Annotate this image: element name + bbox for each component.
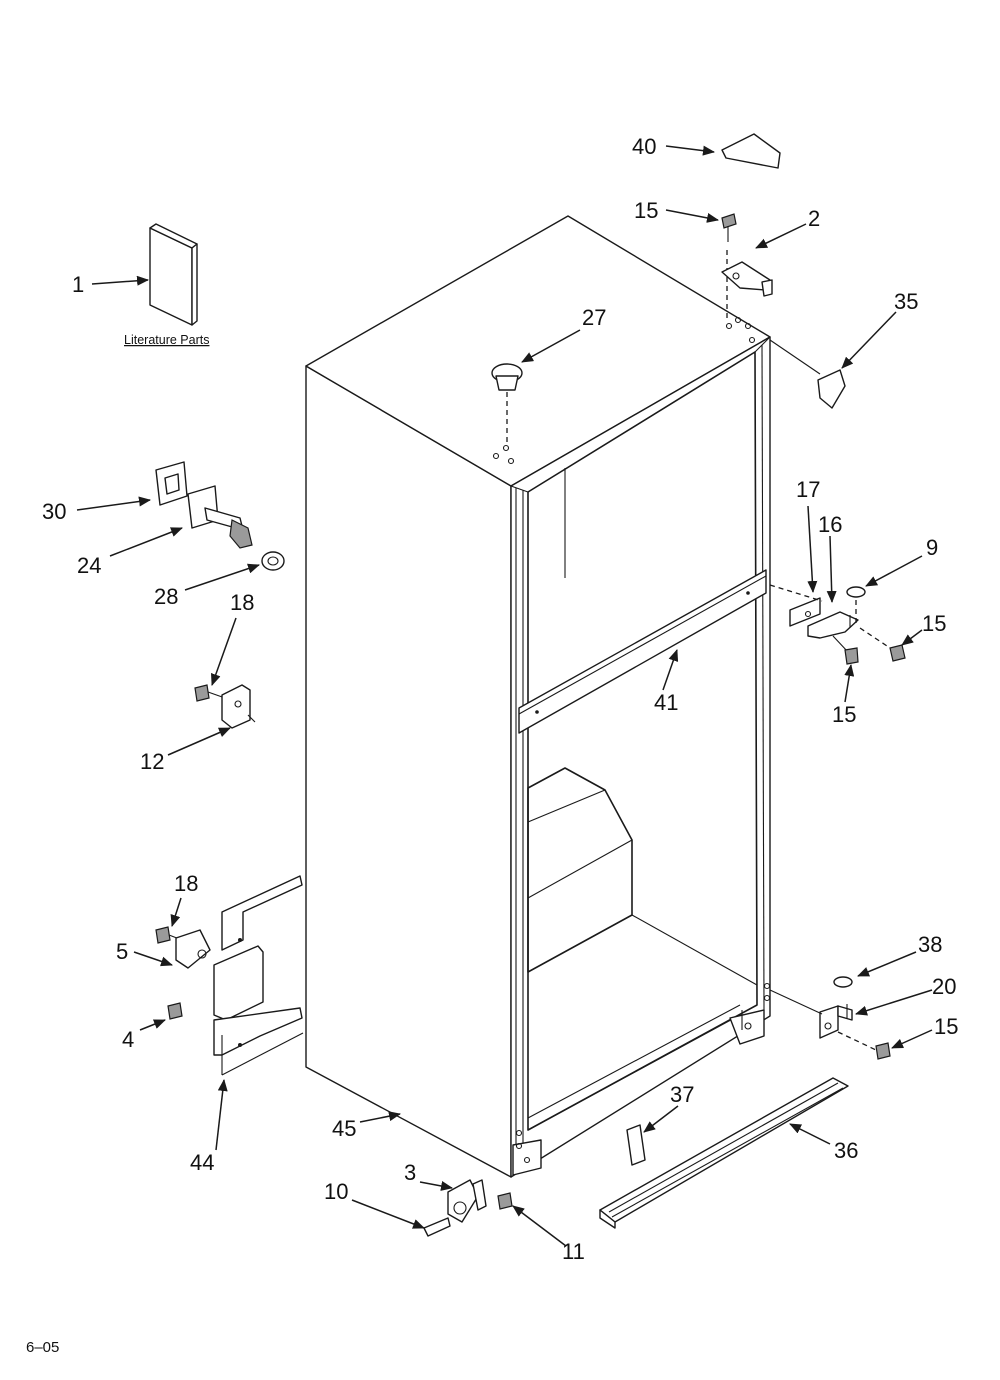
hinge-screw-icon-right xyxy=(889,644,906,662)
callout-38: 38 xyxy=(918,932,942,957)
literature-parts-icon xyxy=(149,223,198,326)
callout-36: 36 xyxy=(834,1138,858,1163)
lower-hinge-screw-icon xyxy=(875,1042,891,1060)
hinge-plate-icon xyxy=(213,875,304,1076)
screw-icon-4 xyxy=(167,1002,183,1020)
callout-41: 41 xyxy=(654,690,678,715)
hinge-screw-icon-lower xyxy=(832,635,859,665)
leveling-screw-icon xyxy=(423,1217,451,1237)
callout-10: 10 xyxy=(324,1179,348,1204)
lower-hinge-icon xyxy=(819,1004,853,1039)
gasket-icon xyxy=(155,461,188,506)
top-hinge-icon xyxy=(721,261,773,297)
strike-bracket-icon xyxy=(221,684,256,729)
callout-18-lower: 18 xyxy=(174,871,198,896)
callout-20: 20 xyxy=(932,974,956,999)
screw-icon-18b xyxy=(155,926,183,944)
callout-35: 35 xyxy=(894,289,918,314)
callout-30: 30 xyxy=(42,499,66,524)
callout-44: 44 xyxy=(190,1150,214,1175)
callout-17: 17 xyxy=(796,477,820,502)
callout-15-lower: 15 xyxy=(832,702,856,727)
hinge-cover-icon xyxy=(721,133,781,169)
center-hinge-icon xyxy=(807,611,859,639)
callout-15-top: 15 xyxy=(634,198,658,223)
callout-5: 5 xyxy=(116,939,128,964)
bottom-hinge-icon xyxy=(175,929,211,969)
callout-16: 16 xyxy=(818,512,842,537)
callout-18-upper: 18 xyxy=(230,590,254,615)
refrigerator-cabinet xyxy=(305,215,771,1178)
callout-28: 28 xyxy=(154,584,178,609)
screw-icon-18a xyxy=(194,684,226,702)
bracket-screw-icon xyxy=(497,1192,513,1210)
handle-shaft-icon xyxy=(187,485,253,549)
callout-27: 27 xyxy=(582,305,606,330)
callout-3: 3 xyxy=(404,1160,416,1185)
spacer-washer-icon xyxy=(833,976,853,988)
callout-4: 4 xyxy=(122,1027,134,1052)
plug-icon xyxy=(491,363,523,391)
callout-numbers: 1 40 15 2 35 27 30 24 28 18 12 17 16 9 1… xyxy=(42,134,958,1264)
center-hinge-bracket-icon xyxy=(789,597,821,627)
callout-12: 12 xyxy=(140,749,164,774)
toe-grille-icon xyxy=(599,1077,849,1229)
callout-9: 9 xyxy=(926,535,938,560)
callout-15-bottom: 15 xyxy=(934,1014,958,1039)
hinge-trim-icon xyxy=(817,369,846,409)
leader-arrows xyxy=(76,145,933,1247)
callout-2: 2 xyxy=(808,206,820,231)
footer-code: 6–05 xyxy=(26,1339,59,1356)
callout-40: 40 xyxy=(632,134,656,159)
callout-45: 45 xyxy=(332,1116,356,1141)
callout-37: 37 xyxy=(670,1082,694,1107)
top-hinge-screw-icon xyxy=(721,213,737,242)
callout-24: 24 xyxy=(77,553,101,578)
roller-bracket-icon xyxy=(447,1179,487,1223)
washer-icon xyxy=(846,586,866,598)
grille-clip-icon xyxy=(626,1124,646,1166)
literature-parts-label: Literature Parts xyxy=(124,333,209,347)
callout-1: 1 xyxy=(72,272,84,297)
nut-icon xyxy=(261,551,285,571)
callout-11: 11 xyxy=(562,1239,585,1264)
callout-15-right: 15 xyxy=(922,611,946,636)
